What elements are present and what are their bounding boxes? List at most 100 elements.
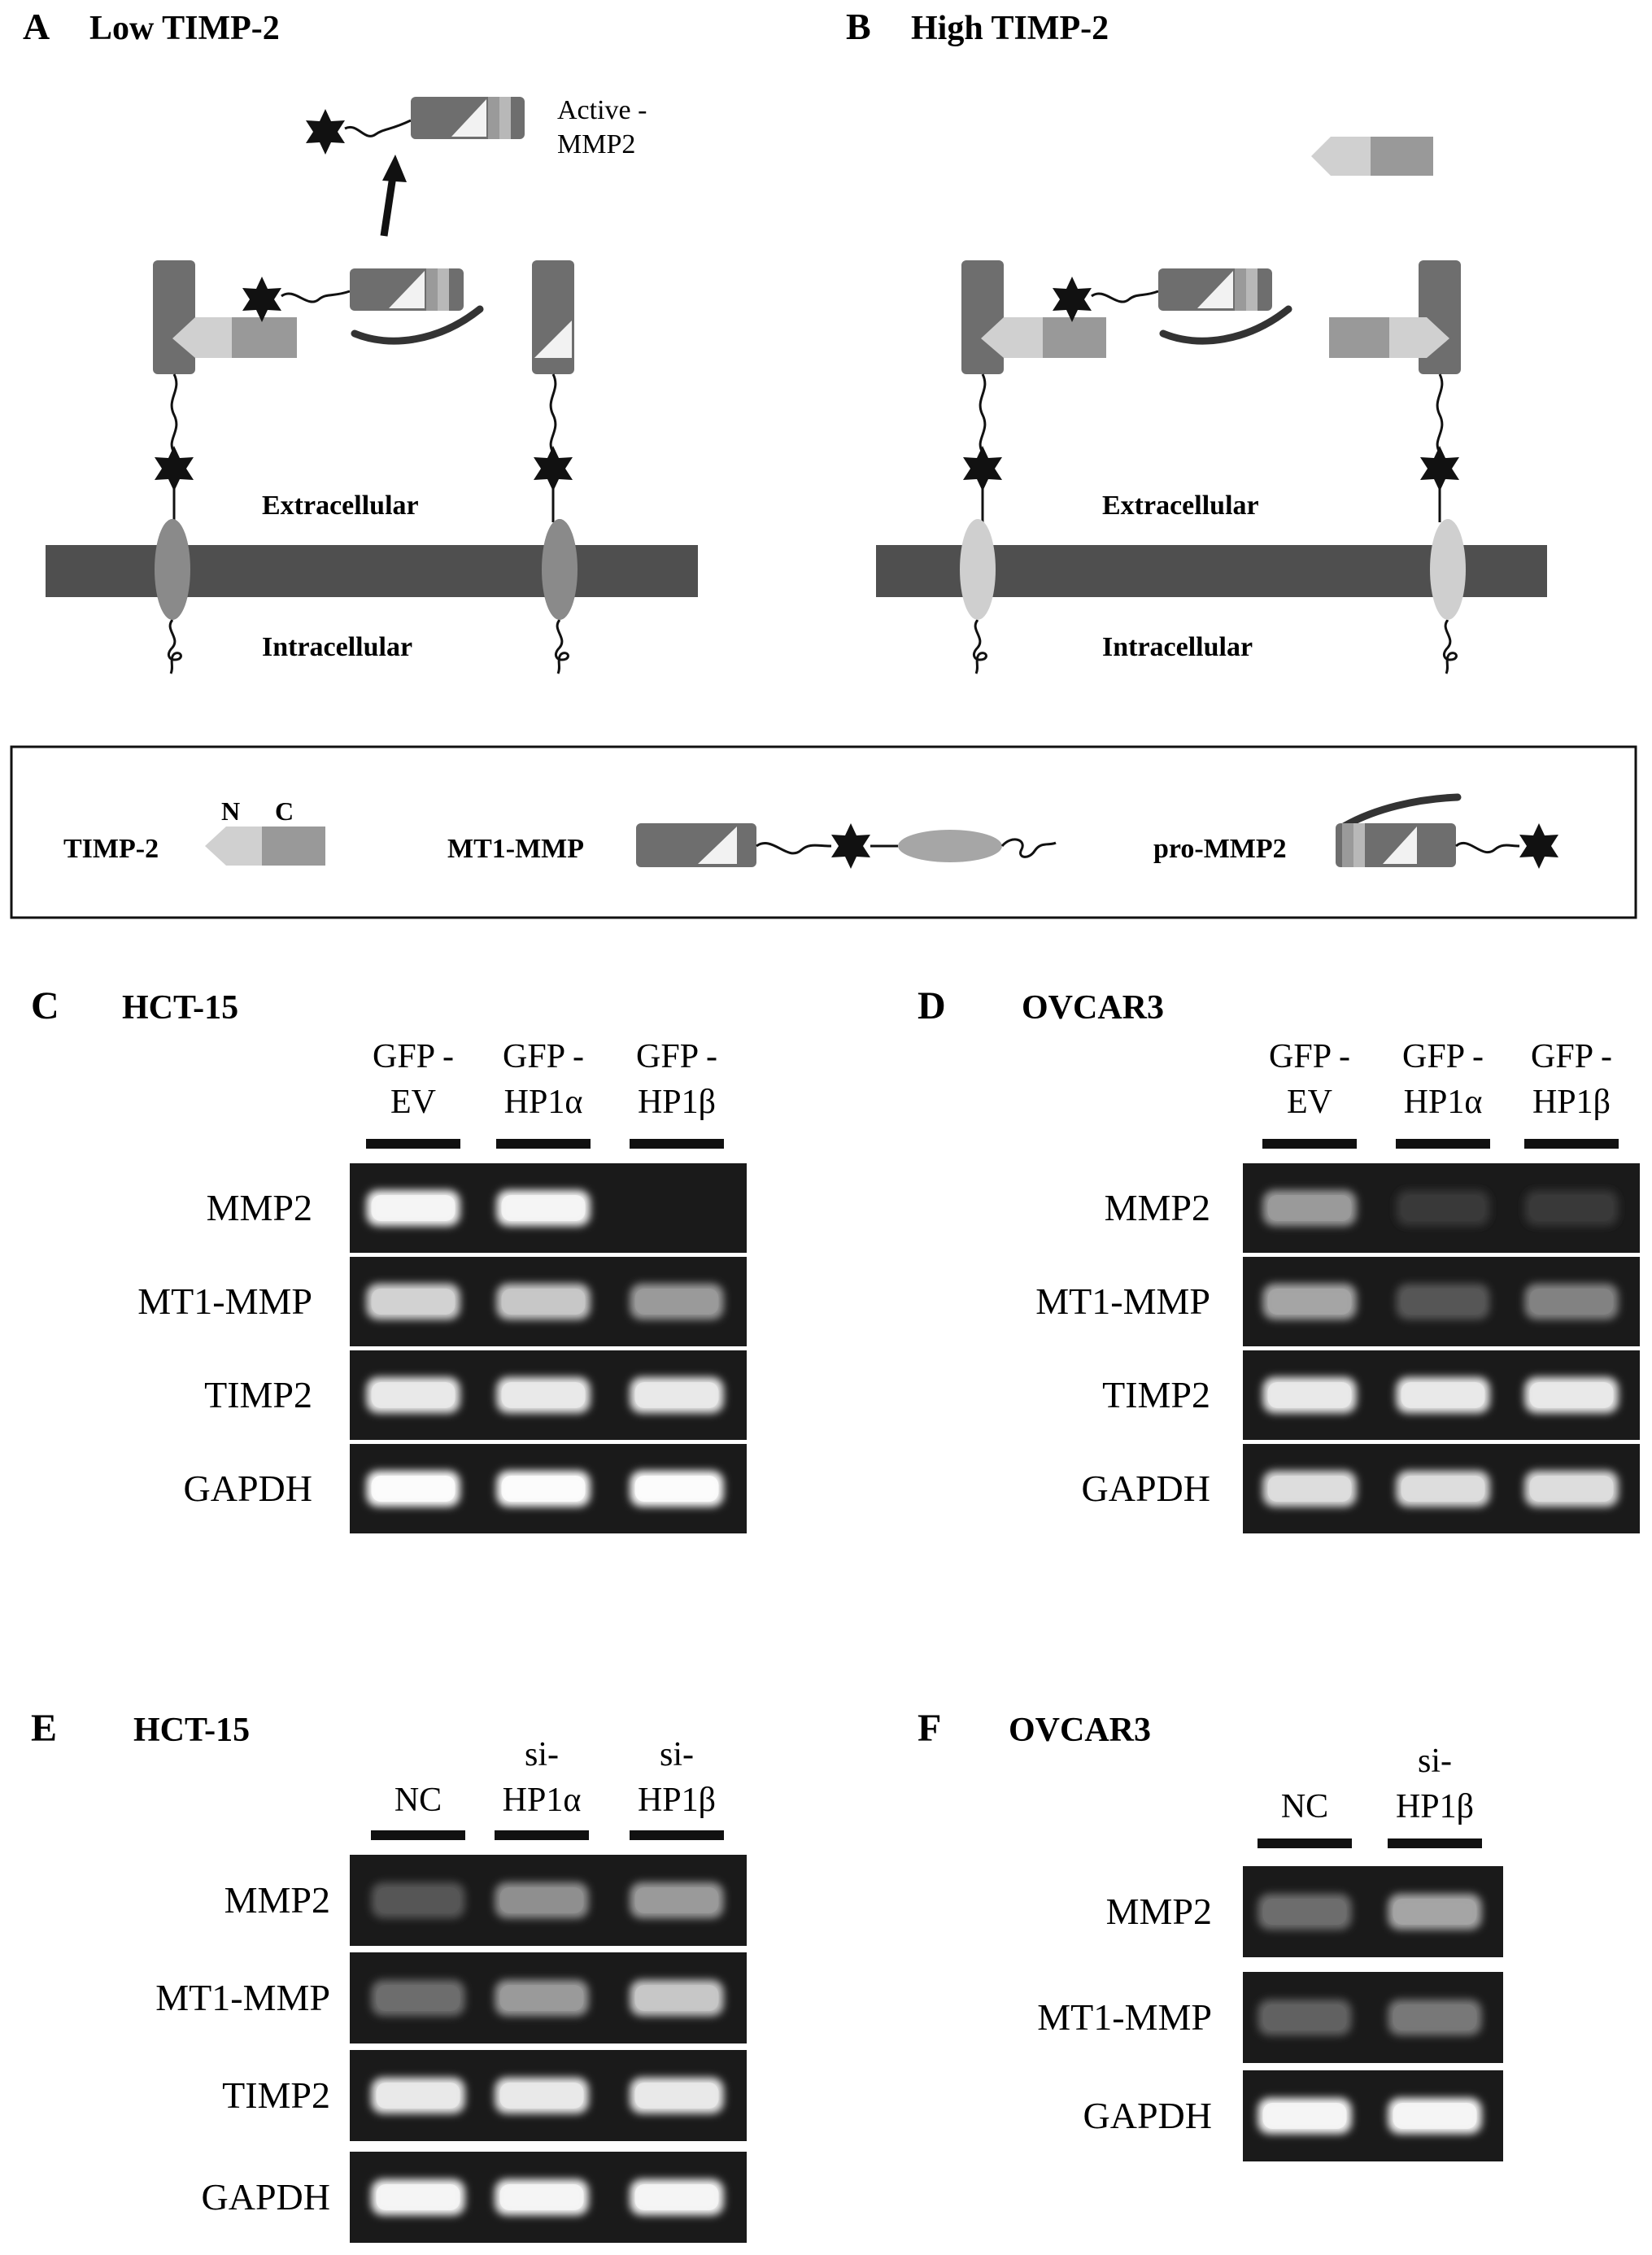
mt1-mmp-complex-left xyxy=(153,260,484,675)
lane-header-line2: EV xyxy=(390,1084,436,1121)
gel-band-core xyxy=(1393,2004,1477,2030)
gene-label: GAPDH xyxy=(1083,2095,1212,2136)
gene-label: MT1-MMP xyxy=(137,1280,312,1322)
gel-band-core xyxy=(1529,1382,1614,1408)
lane-header-line1: GFP - xyxy=(636,1038,717,1075)
gel-band-core xyxy=(376,2184,460,2210)
gel-band-core xyxy=(1262,2004,1347,2030)
gene-label: TIMP2 xyxy=(204,1374,312,1415)
release-arrow-icon xyxy=(380,155,407,237)
gel-band-core xyxy=(371,1289,455,1315)
legend-timp2-icon xyxy=(205,827,325,866)
panel-f-header: F OVCAR3 xyxy=(918,1707,1151,1750)
panel-a: A Low TIMP-2 Active - MMP2 xyxy=(23,6,698,675)
legend-box: TIMP-2 N C MT1-MMP pro-MMP2 xyxy=(10,745,1637,919)
lane-header-line1: GFP - xyxy=(1402,1038,1484,1075)
gel-band-core xyxy=(499,1985,584,2011)
legend-timp2-label: TIMP-2 xyxy=(63,834,159,864)
gel-band-core xyxy=(634,1289,719,1315)
gel-band-core xyxy=(501,1195,586,1221)
lane-header-line2: HP1β xyxy=(1396,1788,1474,1825)
gene-label: MMP2 xyxy=(1106,1891,1212,1932)
panel-d-header: D OVCAR3 xyxy=(918,984,1164,1027)
panel-a-title: Low TIMP-2 xyxy=(89,10,280,47)
gel-band-core xyxy=(1393,1899,1477,1925)
lane-header-line1: si- xyxy=(660,1736,694,1773)
lane-header-line1: GFP - xyxy=(503,1038,584,1075)
lane-header-line2: HP1β xyxy=(638,1782,716,1819)
lane-header-line1: GFP - xyxy=(373,1038,454,1075)
gel-band-core xyxy=(1267,1382,1352,1408)
panel-e-header: E HCT-15 xyxy=(31,1707,250,1750)
gel-band-core xyxy=(1267,1195,1352,1221)
panel-e-cell-line: HCT-15 xyxy=(133,1712,250,1749)
lane-header-line2: NC xyxy=(1281,1788,1328,1825)
gel-band-core xyxy=(634,2083,719,2109)
legend-prommp2-label: pro-MMP2 xyxy=(1153,834,1287,864)
gel-band-core xyxy=(371,1195,455,1221)
gene-label: MT1-MMP xyxy=(155,1977,330,2018)
legend-timp2-n: N xyxy=(221,796,240,826)
gel-band-core xyxy=(1393,2103,1477,2129)
gel-band-core xyxy=(634,2184,719,2210)
lane-bar xyxy=(366,1139,460,1149)
gel-band-core xyxy=(634,1476,719,1502)
gene-label: MT1-MMP xyxy=(1037,1996,1212,2038)
active-mmp2-label-line1: Active - xyxy=(557,95,647,125)
gene-label: MMP2 xyxy=(224,1879,330,1921)
legend-prommp2-icon xyxy=(1340,793,1462,831)
panel-b-title: High TIMP-2 xyxy=(911,10,1109,47)
gel-band-core xyxy=(1529,1476,1614,1502)
panel-d-cell-line: OVCAR3 xyxy=(1022,989,1164,1027)
lane-bar xyxy=(1262,1139,1357,1149)
legend-mt1mmp-label: MT1-MMP xyxy=(447,834,584,864)
gel-band-core xyxy=(376,1985,460,2011)
lane-header-line1: GFP - xyxy=(1531,1038,1612,1075)
lane-bar xyxy=(1396,1139,1490,1149)
gel-band-core xyxy=(1529,1195,1614,1221)
gene-label: GAPDH xyxy=(1082,1468,1210,1509)
gel-band-core xyxy=(1267,1289,1352,1315)
gel-band-core xyxy=(634,1887,719,1913)
lane-bar xyxy=(630,1139,724,1149)
membrane-a xyxy=(46,545,698,597)
gel-band-core xyxy=(634,1382,719,1408)
panel-c-letter: C xyxy=(31,984,59,1027)
lane-header-line2: HP1α xyxy=(1404,1084,1483,1121)
gel-band-core xyxy=(1529,1289,1614,1315)
panel-d-letter: D xyxy=(918,984,946,1027)
gel-band-core xyxy=(1401,1195,1485,1221)
lane-bar xyxy=(630,1830,724,1840)
lane-bar xyxy=(371,1830,465,1840)
gel-band-core xyxy=(1401,1289,1485,1315)
legend-timp2-c: C xyxy=(275,796,294,826)
panel-b-intracellular: Intracellular xyxy=(1102,632,1253,662)
gel-band-core xyxy=(499,1887,584,1913)
gene-label: MMP2 xyxy=(207,1187,312,1228)
gel-band-core xyxy=(501,1476,586,1502)
panel-b: B High TIMP-2 xyxy=(846,6,1547,675)
lane-header-line1: si- xyxy=(1418,1742,1452,1780)
panel-c-cell-line: HCT-15 xyxy=(122,989,238,1027)
gene-label: GAPDH xyxy=(184,1468,312,1509)
panel-a-intracellular: Intracellular xyxy=(262,632,412,662)
legend-mt1mmp-icon xyxy=(636,823,1057,869)
panel-e-letter: E xyxy=(31,1707,57,1750)
free-timp2-icon xyxy=(1311,137,1433,176)
lane-header-line2: NC xyxy=(394,1782,442,1819)
panel-a-letter: A xyxy=(23,6,50,47)
gene-label: MT1-MMP xyxy=(1035,1280,1210,1322)
gene-label: GAPDH xyxy=(202,2176,330,2218)
gel-band-core xyxy=(1267,1476,1352,1502)
panel-a-extracellular: Extracellular xyxy=(262,491,419,521)
gel-band-core xyxy=(499,2184,584,2210)
gel-band-core xyxy=(634,1985,719,2011)
gel-band-core xyxy=(376,1887,460,1913)
lane-bar xyxy=(1524,1139,1619,1149)
gel-band-core xyxy=(371,1382,455,1408)
